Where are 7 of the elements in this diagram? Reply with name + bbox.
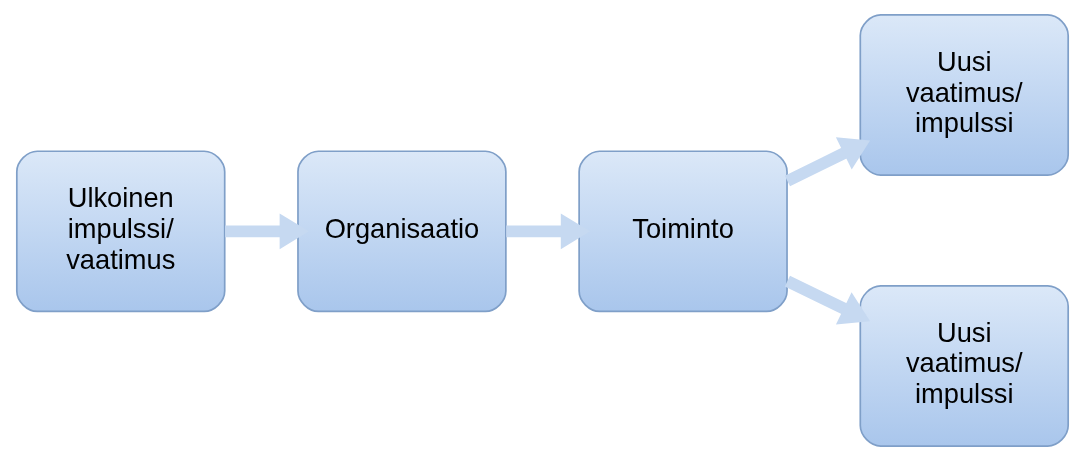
- arrow: [784, 137, 871, 187]
- node-box: Uusi vaatimus/ impulssi: [859, 14, 1070, 176]
- arrow: [784, 275, 871, 325]
- node-box: Uusi vaatimus/ impulssi: [859, 285, 1070, 447]
- node-box: Toiminto: [578, 150, 788, 313]
- node-box: Ulkoinen impulssi/ vaatimus: [15, 150, 226, 313]
- node-box: Organisaatio: [297, 150, 507, 313]
